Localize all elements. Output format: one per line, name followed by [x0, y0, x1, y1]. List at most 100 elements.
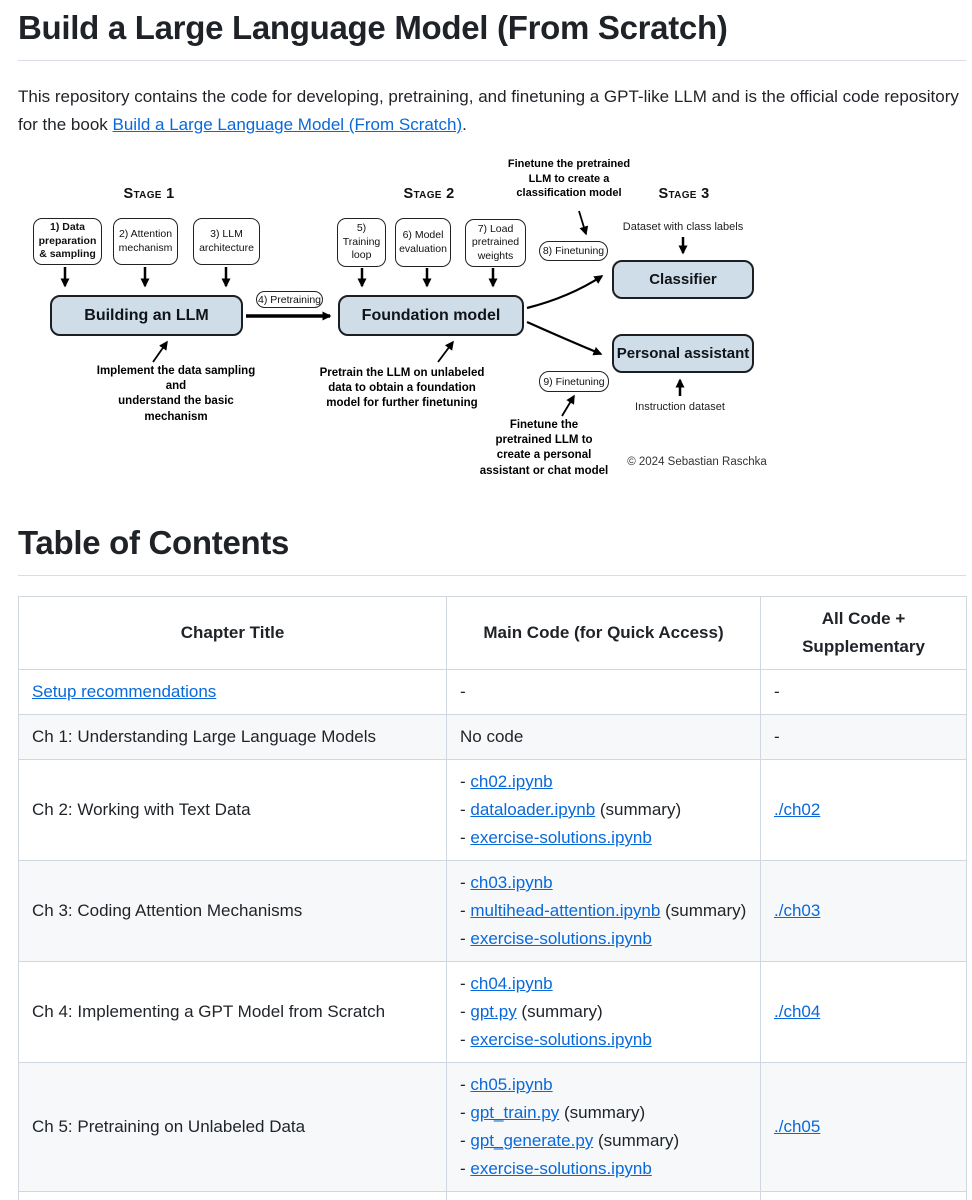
stage-1-label: Stage 1: [123, 186, 175, 202]
step-box-5: 5) Training loop: [337, 218, 386, 267]
cell-text: No code: [460, 727, 524, 746]
table-header-row: Chapter Title Main Code (for Quick Acces…: [18, 596, 967, 670]
code-link[interactable]: ch03.ipynb: [470, 873, 553, 892]
chapter-title: Ch 3: Coding Attention Mechanisms: [32, 901, 303, 920]
all-code-cell: [760, 1191, 967, 1200]
step-box-2: 2) Attention mechanism: [113, 218, 178, 265]
chapter-cell: [18, 1191, 447, 1200]
main-code-cell: -: [446, 669, 761, 715]
table-row: Ch 1: Understanding Large Language Model…: [18, 714, 967, 760]
dataset-label: Dataset with class labels: [622, 221, 744, 233]
code-link[interactable]: ch02.ipynb: [470, 772, 553, 791]
code-link[interactable]: multihead-attention.ipynb: [470, 901, 661, 920]
dir-link[interactable]: ./ch04: [774, 1002, 821, 1021]
main-code-cell: - ch03.ipynb- multihead-attention.ipynb …: [446, 860, 761, 962]
intro-text: This repository contains the code for de…: [18, 87, 959, 134]
code-item: - dataloader.ipynb (summary): [460, 800, 682, 819]
main-code-cell: - ch02.ipynb - dataloader.ipynb (summary)…: [446, 759, 761, 861]
stage-3-label: Stage 3: [658, 186, 710, 202]
code-item: - exercise-solutions.ipynb: [460, 1159, 652, 1178]
step-box-7: 7) Load pretrained weights: [465, 219, 526, 267]
foundation-model-box: Foundation model: [338, 295, 524, 336]
code-link[interactable]: dataloader.ipynb: [470, 800, 596, 819]
chapter-cell: Ch 3: Coding Attention Mechanisms: [18, 860, 447, 962]
arrow-personal-note: [561, 394, 575, 417]
main-code-cell: - ch04.ipynb - gpt.py (summary) - exercise…: [446, 961, 761, 1063]
code-item: - ch05.ipynb: [460, 1075, 553, 1094]
chapter-link[interactable]: Setup recommendations: [32, 682, 217, 701]
code-item: - ch02.ipynb: [460, 772, 553, 791]
implement-annotation: Implement the data sampling and understa…: [96, 365, 256, 423]
copyright-label: © 2024 Sebastian Raschka: [627, 456, 767, 468]
cell-text: -: [460, 682, 466, 701]
code-link[interactable]: exercise-solutions.ipynb: [470, 828, 652, 847]
toc-heading: Table of Contents: [18, 523, 966, 576]
code-link[interactable]: gpt_train.py: [470, 1103, 560, 1122]
personal-assistant-box: Personal assistant: [612, 334, 754, 373]
finetuning-8-pill: 8) Finetuning: [539, 241, 608, 261]
chapter-cell: Ch 1: Understanding Large Language Model…: [18, 714, 447, 760]
code-item: - ch03.ipynb: [460, 873, 553, 892]
arrow-pretrain-note: [437, 340, 454, 363]
chapter-cell: Ch 2: Working with Text Data: [18, 759, 447, 861]
table-row: Ch 5: Pretraining on Unlabeled Data - ch0…: [18, 1062, 967, 1192]
main-code-cell: - ch05.ipynb - gpt_train.py (summary) - gp…: [446, 1062, 761, 1192]
table-row: Ch 4: Implementing a GPT Model from Scra…: [18, 961, 967, 1063]
main-code-cell: No code: [446, 714, 761, 760]
code-item: - exercise-solutions.ipynb: [460, 828, 652, 847]
stage-2-label: Stage 2: [403, 186, 455, 202]
arrow-classification-note: [578, 210, 589, 236]
chapter-title: Ch 2: Working with Text Data: [32, 800, 251, 819]
intro-paragraph: This repository contains the code for de…: [18, 83, 966, 139]
chapter-title: Ch 1: Understanding Large Language Model…: [32, 727, 377, 746]
page-title: Build a Large Language Model (From Scrat…: [18, 8, 966, 61]
classifier-box: Classifier: [612, 260, 754, 299]
dir-link[interactable]: ./ch05: [774, 1117, 821, 1136]
step-box-1: 1) Data preparation & sampling: [33, 218, 102, 265]
book-link[interactable]: Build a Large Language Model (From Scrat…: [112, 115, 463, 134]
code-item: - exercise-solutions.ipynb: [460, 1030, 652, 1049]
cell-text: -: [774, 727, 780, 746]
col-header-main-code: Main Code (for Quick Access): [446, 596, 761, 670]
code-item: - gpt_generate.py (summary): [460, 1131, 680, 1150]
code-link[interactable]: gpt_generate.py: [470, 1131, 594, 1150]
arrow-to-personal: [526, 320, 603, 356]
code-link[interactable]: exercise-solutions.ipynb: [470, 1159, 652, 1178]
table-row: Setup recommendations--: [18, 669, 967, 715]
col-header-chapter-title: Chapter Title: [18, 596, 447, 670]
pretrain-annotation: Pretrain the LLM on unlabeled data to ob…: [319, 367, 485, 410]
code-item: - gpt_train.py (summary): [460, 1103, 646, 1122]
building-llm-box: Building an LLM: [50, 295, 243, 336]
table-row: Ch 3: Coding Attention Mechanisms - ch03.…: [18, 860, 967, 962]
chapter-cell: Setup recommendations: [18, 669, 447, 715]
code-item: - ch04.ipynb: [460, 974, 553, 993]
all-code-cell: ./ch05: [760, 1062, 967, 1192]
pretraining-pill: 4) Pretraining: [256, 291, 323, 308]
stages-diagram: Stage 1 Stage 2 Stage 3 1) Data preparat…: [18, 155, 966, 487]
all-code-cell: -: [760, 714, 967, 760]
code-link[interactable]: gpt.py: [470, 1002, 517, 1021]
finetuning-9-pill: 9) Finetuning: [539, 371, 609, 392]
arrow-implement-note: [152, 340, 168, 363]
code-link[interactable]: ch04.ipynb: [470, 974, 553, 993]
all-code-cell: ./ch03: [760, 860, 967, 962]
col-header-all-code: All Code + Supplementary: [760, 596, 967, 670]
toc-table: Chapter Title Main Code (for Quick Acces…: [18, 596, 967, 1200]
chapter-cell: Ch 5: Pretraining on Unlabeled Data: [18, 1062, 447, 1192]
chapter-cell: Ch 4: Implementing a GPT Model from Scra…: [18, 961, 447, 1063]
step-box-6: 6) Model evaluation: [395, 218, 451, 267]
intro-text-after: .: [462, 115, 467, 134]
code-item: - exercise-solutions.ipynb: [460, 929, 652, 948]
code-link[interactable]: ch05.ipynb: [470, 1075, 553, 1094]
code-link[interactable]: exercise-solutions.ipynb: [470, 1030, 652, 1049]
code-item: - gpt.py (summary): [460, 1002, 603, 1021]
arrow-to-classifier: [526, 275, 604, 310]
chapter-title: Ch 5: Pretraining on Unlabeled Data: [32, 1117, 306, 1136]
instruction-label: Instruction dataset: [635, 401, 725, 413]
table-row: Ch 2: Working with Text Data - ch02.ipynb…: [18, 759, 967, 861]
dir-link[interactable]: ./ch02: [774, 800, 821, 819]
all-code-cell: ./ch02: [760, 759, 967, 861]
dir-link[interactable]: ./ch03: [774, 901, 821, 920]
personal-annotation: Finetune the pretrained LLM to create a …: [479, 419, 609, 477]
code-link[interactable]: exercise-solutions.ipynb: [470, 929, 652, 948]
